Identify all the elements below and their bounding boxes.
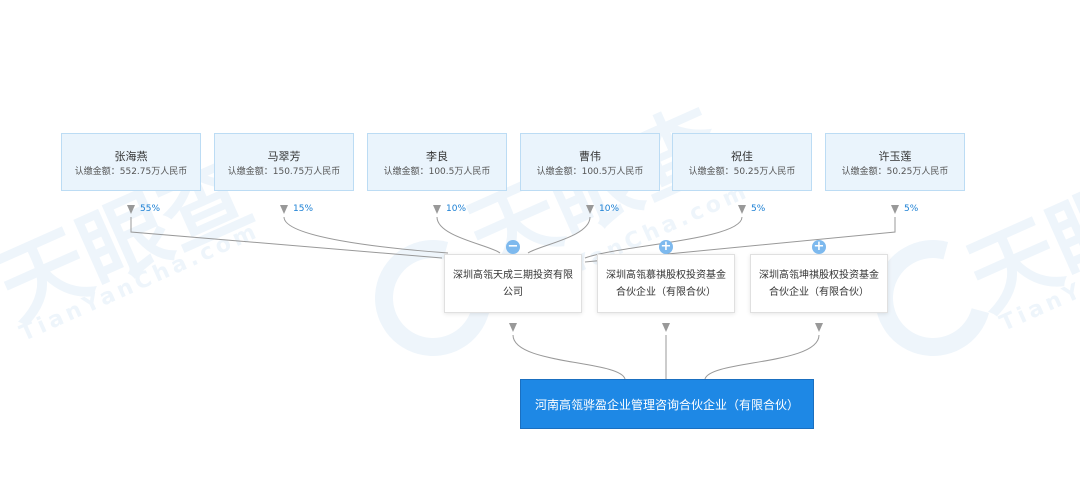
intermediate-company-box[interactable]: 深圳高瓴天成三期投资有限公司 <box>444 254 582 313</box>
shareholder-name: 张海燕 <box>114 150 148 163</box>
edge-line <box>584 216 743 259</box>
shareholder-name: 李良 <box>426 150 448 163</box>
shareholder-box[interactable]: 许玉莲 认缴金额：50.25万人民币 <box>825 133 965 191</box>
edge-line <box>512 334 626 380</box>
shareholder-amount: 认缴金额：552.75万人民币 <box>74 167 188 177</box>
shareholder-box[interactable]: 李良 认缴金额：100.5万人民币 <box>367 133 507 191</box>
share-percent: 10% <box>599 204 620 214</box>
edge-line <box>283 216 449 254</box>
edge-line <box>704 334 820 380</box>
share-percent: 10% <box>446 204 467 214</box>
company-name: 深圳高瓴天成三期投资有限公司 <box>453 269 573 298</box>
shareholder-name: 曹伟 <box>579 150 601 163</box>
target-company-box[interactable]: 河南高瓴骅盈企业管理咨询合伙企业（有限合伙） <box>520 379 814 429</box>
share-percent: 5% <box>751 204 766 214</box>
share-percent: 5% <box>904 204 919 214</box>
intermediate-company-box[interactable]: 深圳高瓴慕祺股权投资基金合伙企业（有限合伙） <box>597 254 735 313</box>
shareholder-amount: 认缴金额：100.5万人民币 <box>383 167 491 177</box>
shareholder-box[interactable]: 祝佳 认缴金额：50.25万人民币 <box>672 133 812 191</box>
shareholder-amount: 认缴金额：100.5万人民币 <box>536 167 644 177</box>
company-name: 深圳高瓴坤祺股权投资基金合伙企业（有限合伙） <box>759 269 879 298</box>
shareholder-amount: 认缴金额：50.25万人民币 <box>841 167 949 177</box>
shareholder-amount: 认缴金额：50.25万人民币 <box>688 167 796 177</box>
edge-line <box>527 216 591 254</box>
shareholder-name: 祝佳 <box>731 150 753 163</box>
arrow-down-icon <box>433 205 441 214</box>
edge-line <box>584 217 896 263</box>
arrow-down-icon <box>509 323 517 332</box>
shareholder-box[interactable]: 张海燕 认缴金额：552.75万人民币 <box>61 133 201 191</box>
share-percent: 15% <box>293 204 314 214</box>
arrow-down-icon <box>891 205 899 214</box>
intermediate-company-box[interactable]: 深圳高瓴坤祺股权投资基金合伙企业（有限合伙） <box>750 254 888 313</box>
target-company-name: 河南高瓴骅盈企业管理咨询合伙企业（有限合伙） <box>534 397 799 412</box>
shareholder-amount: 认缴金额：150.75万人民币 <box>227 167 341 177</box>
shareholder-box[interactable]: 马翠芳 认缴金额：150.75万人民币 <box>214 133 354 191</box>
shareholder-name: 许玉莲 <box>878 150 912 163</box>
arrow-down-icon <box>815 323 823 332</box>
shareholder-name: 马翠芳 <box>267 150 301 163</box>
share-percent: 55% <box>140 204 161 214</box>
arrow-down-icon <box>662 323 670 332</box>
edge-line <box>130 217 443 259</box>
arrow-down-icon <box>586 205 594 214</box>
expand-icon[interactable]: + <box>659 239 673 254</box>
arrow-down-icon <box>280 205 288 214</box>
arrow-down-icon <box>738 205 746 214</box>
company-name: 深圳高瓴慕祺股权投资基金合伙企业（有限合伙） <box>606 269 726 298</box>
edge-line <box>436 216 501 254</box>
expand-icon[interactable]: + <box>812 239 826 254</box>
collapse-icon[interactable]: − <box>506 239 520 254</box>
arrow-down-icon <box>127 205 135 214</box>
shareholder-box[interactable]: 曹伟 认缴金额：100.5万人民币 <box>520 133 660 191</box>
